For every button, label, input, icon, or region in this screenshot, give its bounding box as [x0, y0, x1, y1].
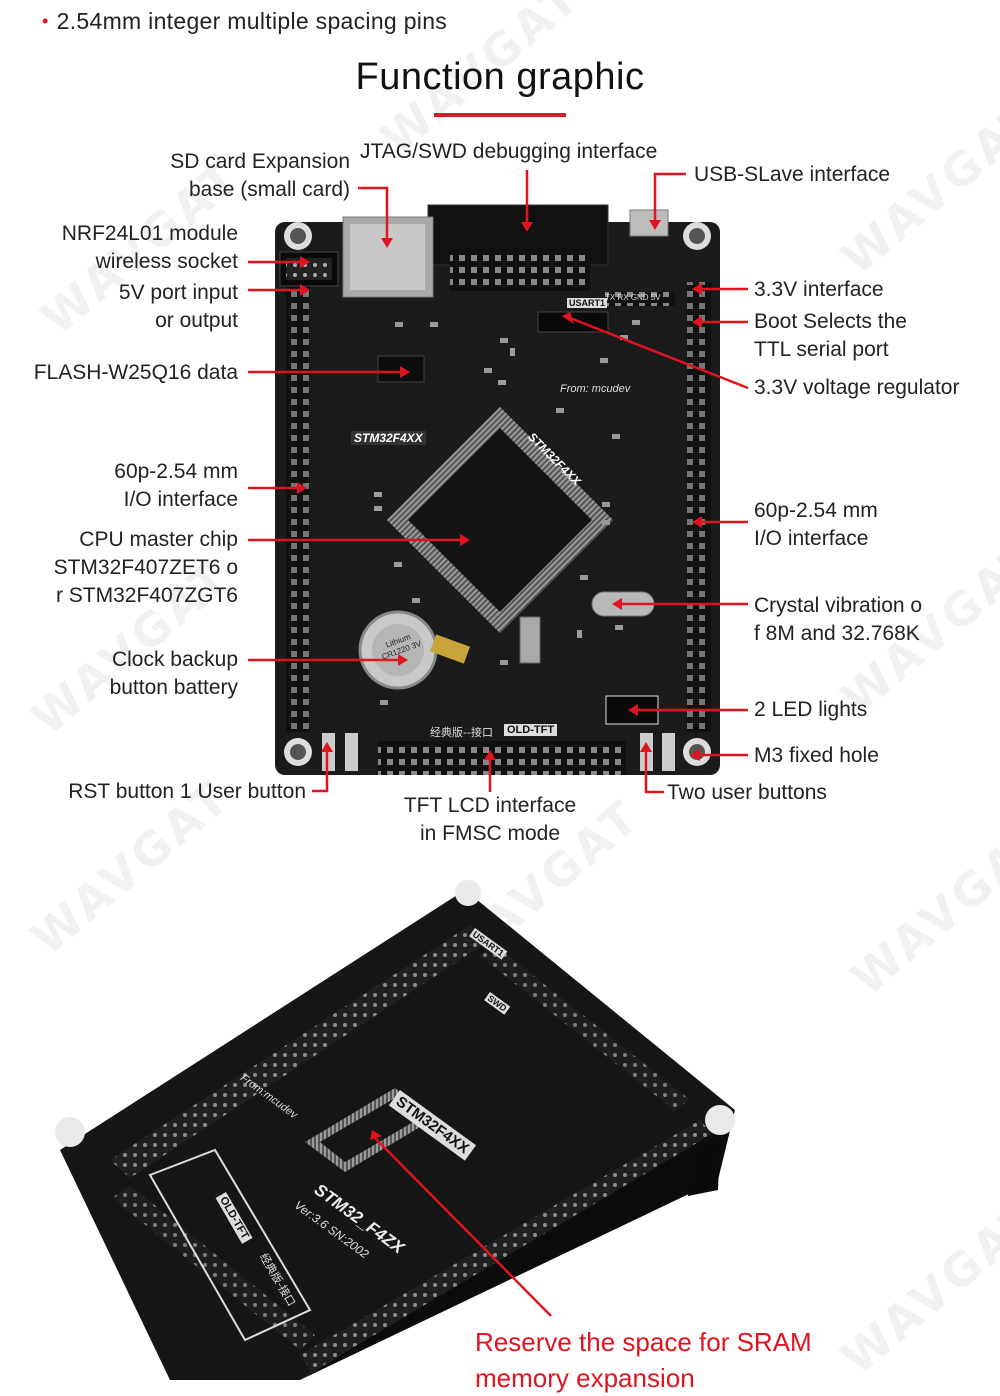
- standoff: [455, 880, 481, 906]
- label-boot: Boot Selects the TTL serial port: [754, 310, 907, 361]
- label-m3: M3 fixed hole: [754, 744, 879, 767]
- user-button: [662, 733, 675, 771]
- standoff: [705, 1105, 735, 1135]
- bullet-line: • 2.54mm integer multiple spacing pins: [42, 8, 447, 35]
- label-tft: TFT LCD interface in FMSC mode: [403, 794, 577, 845]
- standoff: [55, 1117, 85, 1147]
- silk-chip-left: STM32F4XX: [351, 431, 426, 445]
- label-cpu: CPU master chip STM32F407ZET6 o r STM32F…: [53, 528, 238, 607]
- leader-lines: [248, 170, 749, 1317]
- label-regulator: 3.3V voltage regulator: [754, 376, 960, 399]
- label-usb: USB-SLave interface: [694, 163, 891, 186]
- silk-tft-cn: 经典版--接口: [430, 726, 493, 739]
- user-button: [345, 733, 358, 771]
- label-sram: Reserve the space for SRAM memory expans…: [475, 1327, 812, 1393]
- left-pin-header: [286, 282, 310, 732]
- label-3v3: 3.3V interface: [754, 278, 884, 301]
- mcu-chip: [386, 406, 614, 634]
- title-underline: [434, 113, 566, 117]
- label-io-right: 60p-2.54 mm I/O interface: [754, 499, 878, 550]
- label-leds: 2 LED lights: [754, 698, 868, 721]
- silk-usart: USART1: [567, 298, 608, 308]
- label-crystal: Crystal vibration o f 8M and 32.768K: [754, 594, 923, 645]
- label-sd-card: SD card Expansion base (small card): [170, 150, 350, 201]
- right-pin-header: [687, 282, 711, 732]
- label-5v: 5V port input or output: [118, 281, 238, 332]
- bottom-board: [55, 880, 735, 1380]
- label-flash: FLASH-W25Q16 data: [33, 361, 238, 384]
- label-two-buttons: Two user buttons: [667, 781, 827, 804]
- label-clock: Clock backup button battery: [109, 648, 238, 699]
- label-io-left: 60p-2.54 mm I/O interface: [114, 460, 238, 511]
- label-jtag: JTAG/SWD debugging interface: [360, 140, 658, 163]
- silk-tft-tag: OLD-TFT: [504, 724, 558, 736]
- silk-from: From: mcudev: [560, 383, 631, 395]
- top-board: [275, 204, 720, 775]
- label-nrf: NRF24L01 module wireless socket: [61, 222, 238, 273]
- tft-header: [378, 741, 626, 775]
- page-title: Function graphic: [355, 56, 645, 98]
- usb-connector: [629, 209, 669, 237]
- label-rst: RST button 1 User button: [68, 780, 306, 803]
- bullet-text: 2.54mm integer multiple spacing pins: [56, 8, 448, 34]
- silk-serial: TX RX GND 5V: [605, 293, 661, 302]
- bullet-icon: •: [42, 11, 49, 31]
